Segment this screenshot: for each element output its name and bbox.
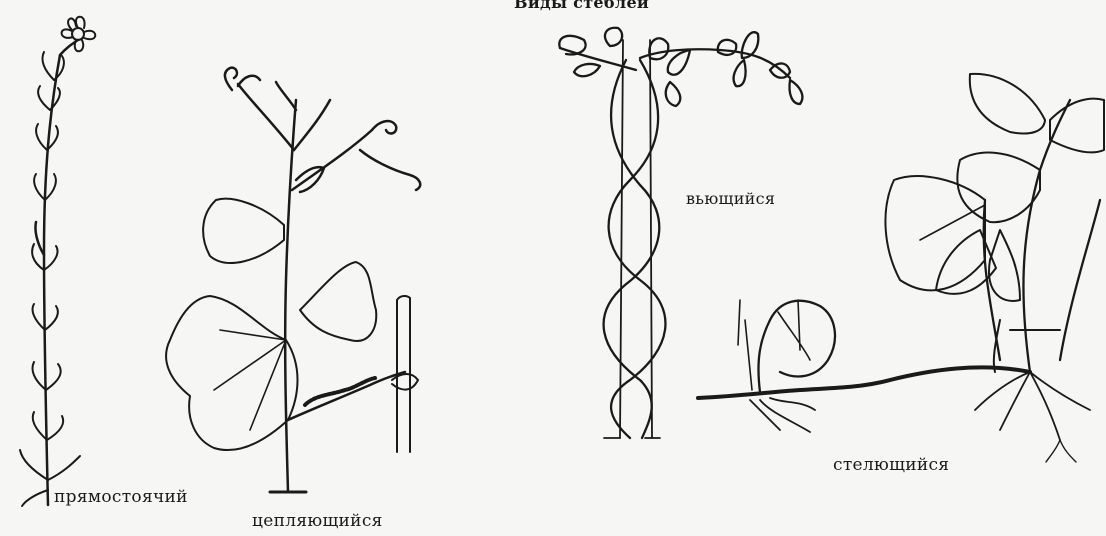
label-creeping-stem: стелющийся bbox=[833, 455, 949, 475]
erect-stem-drawing bbox=[20, 17, 95, 506]
twining-stem-drawing bbox=[559, 28, 802, 438]
climbing-stem-drawing bbox=[166, 68, 420, 492]
label-twining-stem: вьющийся bbox=[686, 189, 775, 208]
creeping-stem-drawing bbox=[698, 74, 1104, 462]
label-erect-stem: прямостоячий bbox=[54, 487, 188, 507]
label-climbing-stem: цепляющийся bbox=[252, 511, 383, 531]
